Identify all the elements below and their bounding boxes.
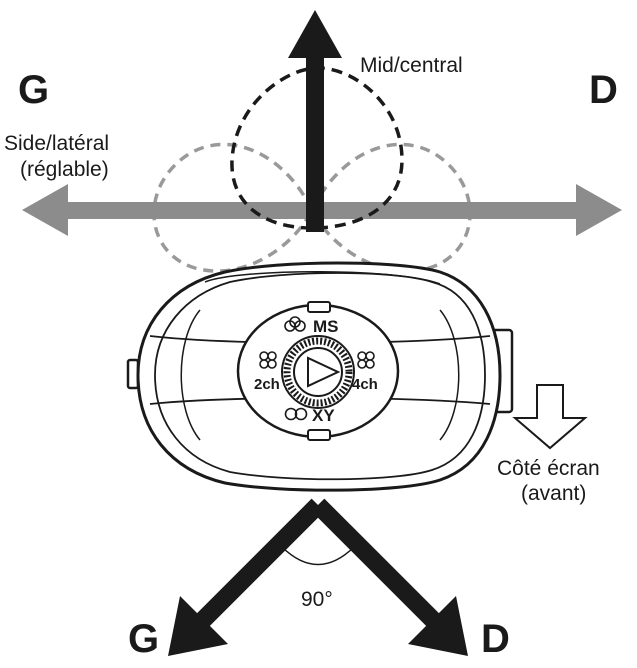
selector-label-ms: MS — [313, 317, 339, 336]
bottom-right-channel-label: D — [481, 617, 510, 661]
device-top-shoulder — [204, 271, 441, 285]
top-right-channel-label: D — [589, 68, 618, 112]
ms-pattern-icon — [284, 316, 306, 332]
angle-arc — [281, 546, 355, 566]
xy-arrowhead-right — [408, 596, 468, 656]
side-label-line2: (réglable) — [20, 158, 109, 181]
selector-label-2ch: 2ch — [254, 376, 280, 393]
device-groove-right — [439, 309, 460, 441]
angle-label: 90° — [301, 588, 333, 611]
device-side-tab-left — [126, 358, 140, 390]
xy-pattern-icon — [284, 407, 308, 421]
xy-angle-arrows — [168, 498, 468, 656]
dial-pointer — [307, 356, 341, 388]
rotary-selector-dial — [281, 335, 355, 409]
front-label-line2: (avant) — [521, 482, 586, 505]
side-label-line1: Side/latéral — [4, 132, 109, 155]
selector-label-xy: XY — [312, 406, 335, 425]
mid-axis-arrow — [288, 10, 342, 232]
selector-notch-top — [307, 301, 331, 313]
mid-label: Mid/central — [360, 54, 463, 77]
two-ch-pattern-icon — [259, 351, 277, 369]
front-direction-arrow — [512, 384, 588, 450]
top-left-channel-label: G — [18, 68, 49, 112]
front-label-line1: Côté écran — [497, 457, 600, 480]
bottom-left-channel-label: G — [128, 617, 159, 661]
selector-notch-bottom — [307, 429, 331, 441]
four-ch-pattern-icon — [357, 351, 375, 369]
device-groove-left — [180, 309, 201, 441]
xy-arrowhead-left — [168, 596, 228, 656]
selector-label-4ch: 4ch — [352, 376, 378, 393]
